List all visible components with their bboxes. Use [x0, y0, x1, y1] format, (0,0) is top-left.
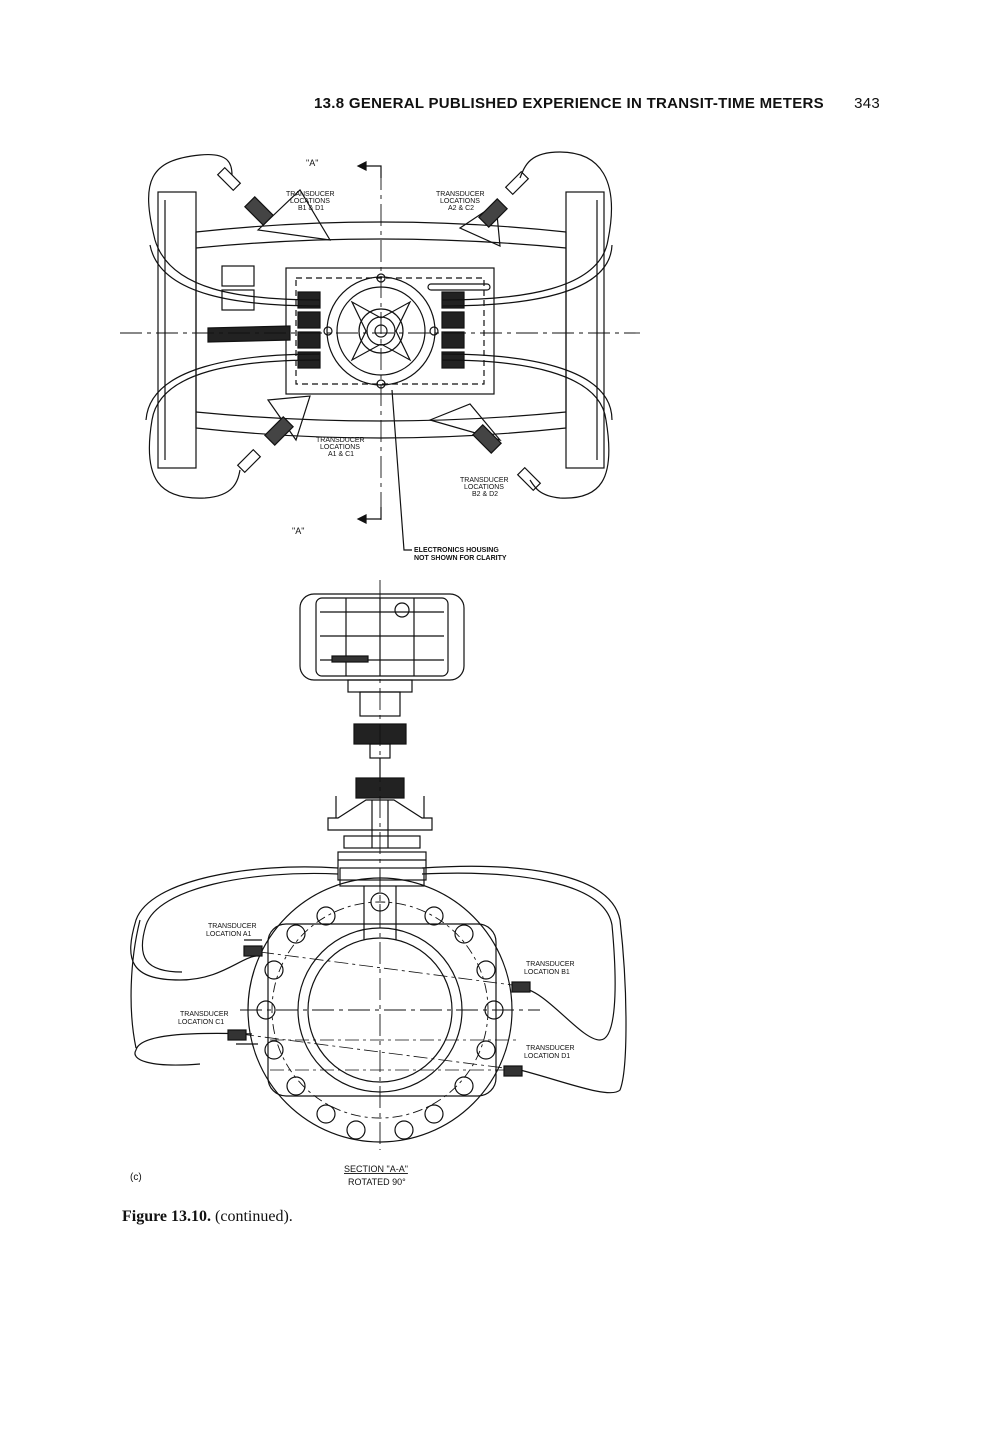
svg-text:LOCATIONS: LOCATIONS [290, 198, 330, 205]
cable-top-left [148, 153, 321, 301]
left-connectors [297, 291, 321, 369]
electronics-housing-view [299, 580, 465, 920]
figure-sub-label: (c) [130, 1172, 142, 1183]
svg-text:LOCATION D1: LOCATION D1 [524, 1053, 570, 1060]
svg-text:A1 & C1: A1 & C1 [328, 451, 354, 458]
bolt-holes [256, 892, 504, 1140]
running-head: 13.8 GENERAL PUBLISHED EXPERIENCE IN TRA… [300, 95, 880, 115]
svg-text:LOCATION B1: LOCATION B1 [524, 969, 570, 976]
svg-text:TRANSDUCER: TRANSDUCER [316, 437, 365, 444]
svg-text:LOCATION C1: LOCATION C1 [178, 1019, 224, 1026]
label-transducer-d1: TRANSDUCER LOCATION D1 [524, 1045, 575, 1060]
svg-text:ELECTRONICS HOUSING: ELECTRONICS HOUSING [414, 547, 499, 554]
label-transducer-b1-d1: TRANSDUCER LOCATIONS B1 & D1 [286, 191, 335, 212]
transducer-a1-c1 [236, 395, 311, 474]
top-mount [339, 867, 425, 887]
base-plate [337, 851, 427, 881]
label-transducer-b1: TRANSDUCER LOCATION B1 [524, 961, 575, 976]
svg-text:TRANSDUCER: TRANSDUCER [526, 961, 575, 968]
cable-loop-left-upper [130, 866, 339, 981]
cable-bottom-left [148, 359, 321, 499]
section-a-a-view [130, 865, 627, 1150]
cable-bottom-right [441, 359, 610, 499]
figure-caption: Figure 13.10. (continued). [122, 1208, 293, 1226]
caption-number: Figure 13.10. [122, 1208, 212, 1225]
svg-text:TRANSDUCER: TRANSDUCER [180, 1011, 229, 1018]
transducer-c1-stub [227, 1029, 247, 1041]
svg-text:NOT SHOWN FOR CLARITY: NOT SHOWN FOR CLARITY [414, 555, 507, 562]
housing-note-leader [391, 389, 412, 551]
cable-top-right [441, 151, 612, 301]
running-head-title: 13.8 GENERAL PUBLISHED EXPERIENCE IN TRA… [314, 95, 824, 112]
label-transducer-a1: TRANSDUCER LOCATION A1 [206, 923, 257, 938]
svg-text:TRANSDUCER: TRANSDUCER [436, 191, 485, 198]
label-transducer-c1: TRANSDUCER LOCATION C1 [178, 1011, 229, 1026]
meter-body [195, 221, 567, 439]
mounting-bracket [327, 799, 433, 831]
label-transducer-b2-d2: TRANSDUCER LOCATIONS B2 & D2 [460, 477, 509, 498]
left-flange [157, 191, 197, 469]
svg-text:A2 & C2: A2 & C2 [448, 205, 474, 212]
page-number: 343 [854, 95, 880, 112]
transducer-a2-c2 [458, 170, 530, 247]
svg-text:B1 & D1: B1 & D1 [298, 205, 324, 212]
section-arrow-top [362, 165, 382, 178]
section-arrow-bottom [362, 507, 382, 520]
transducer-b1-stub [511, 981, 531, 993]
electronics-enclosure [299, 593, 465, 681]
svg-text:LOCATIONS: LOCATIONS [440, 198, 480, 205]
section-title: SECTION "A-A" [344, 1164, 408, 1174]
label-transducer-a1-c1: TRANSDUCER LOCATIONS A1 & C1 [316, 437, 365, 458]
svg-text:LOCATIONS: LOCATIONS [464, 484, 504, 491]
cable-loop-right [421, 865, 627, 1094]
svg-text:TRANSDUCER: TRANSDUCER [460, 477, 509, 484]
section-mark-bottom: "A" [292, 526, 304, 536]
section-mark-top: "A" [306, 158, 318, 168]
transducer-b1-d1 [216, 166, 332, 241]
right-flange [565, 191, 605, 469]
transducer-d1-stub [503, 1065, 523, 1077]
svg-text:B2 & D2: B2 & D2 [472, 491, 498, 498]
transducer-b2-d2 [428, 403, 542, 492]
svg-text:LOCATIONS: LOCATIONS [320, 444, 360, 451]
right-connectors [441, 291, 465, 369]
housing-note: ELECTRONICS HOUSING NOT SHOWN FOR CLARIT… [414, 547, 507, 562]
label-transducer-a2-c2: TRANSDUCER LOCATIONS A2 & C2 [436, 191, 485, 212]
svg-text:TRANSDUCER: TRANSDUCER [286, 191, 335, 198]
section-subtitle: ROTATED 90° [348, 1177, 406, 1187]
mount-plate [285, 267, 495, 395]
svg-text:LOCATION A1: LOCATION A1 [206, 931, 251, 938]
caption-text: (continued). [215, 1208, 293, 1225]
transducer-a1-stub [243, 945, 263, 957]
manufacturer-logo [207, 325, 291, 343]
svg-text:TRANSDUCER: TRANSDUCER [208, 923, 257, 930]
top-view [120, 151, 640, 551]
svg-text:TRANSDUCER: TRANSDUCER [526, 1045, 575, 1052]
